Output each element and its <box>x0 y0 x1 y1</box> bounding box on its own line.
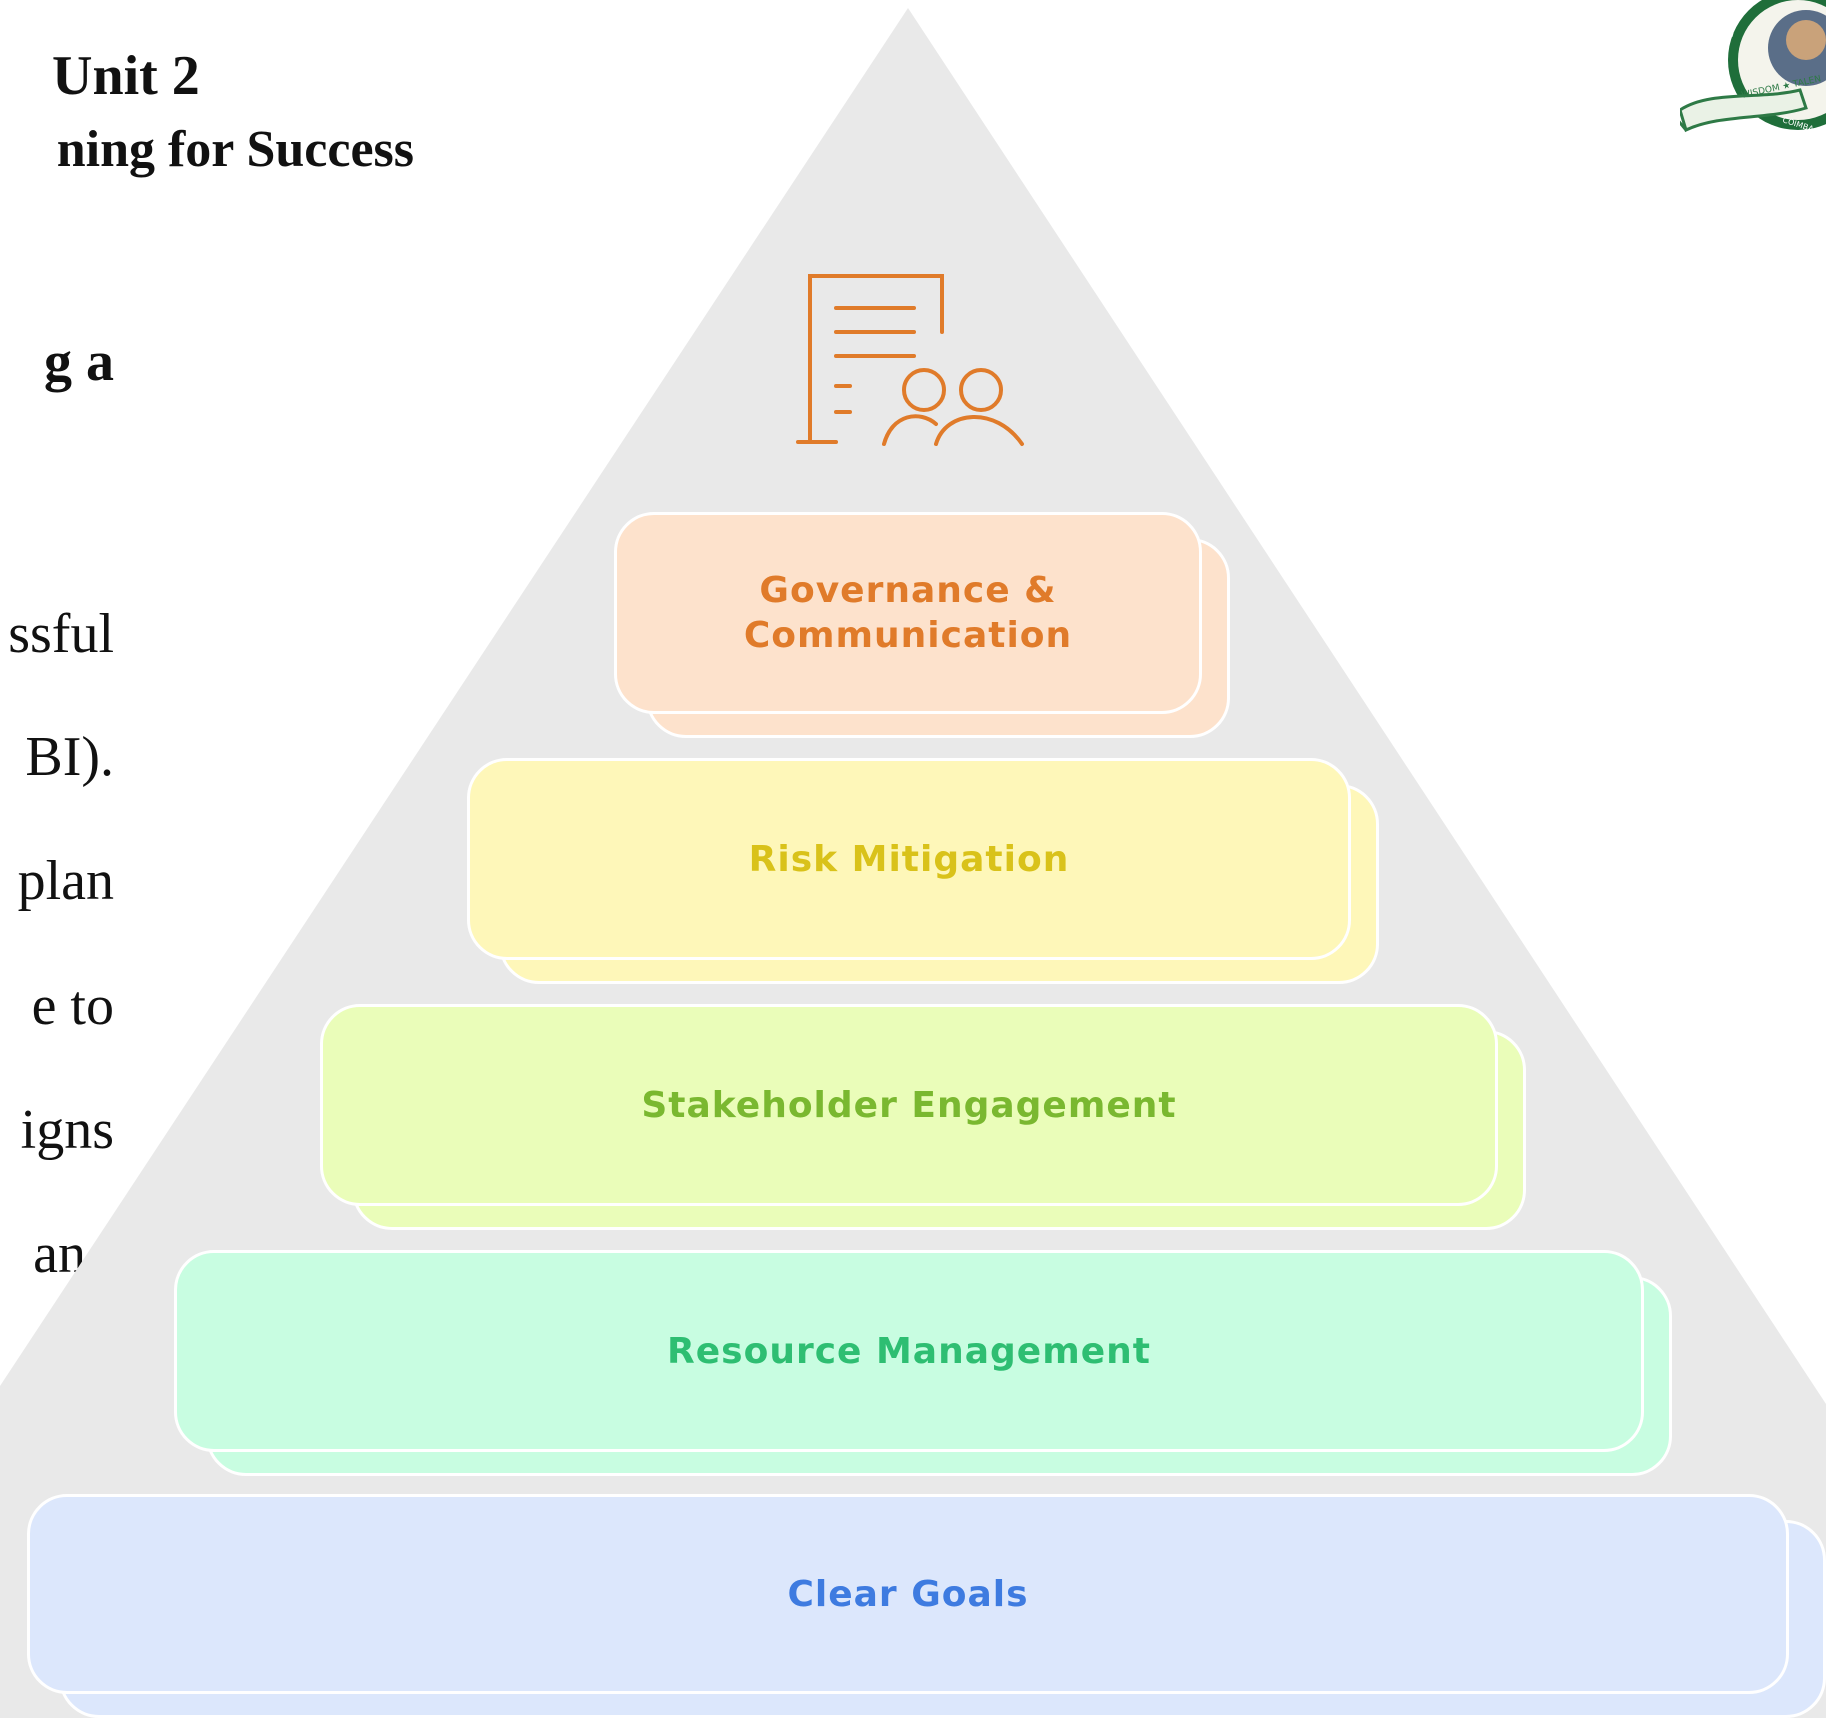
layer-label-line: Communication <box>743 615 1073 656</box>
paragraph-line: e to <box>31 975 114 1037</box>
layer-card: Resource Management <box>174 1250 1644 1452</box>
unit-title: Unit 2 <box>52 45 200 107</box>
layer-card: Governance & Communication <box>614 512 1202 714</box>
section-heading-fragment: g a <box>44 331 114 393</box>
paragraph-line: plan <box>17 850 114 912</box>
pyramid-layer-resource-management: Resource Management <box>174 1250 1674 1478</box>
layer-card: Stakeholder Engagement <box>320 1004 1498 1206</box>
layer-card: Clear Goals <box>27 1494 1789 1694</box>
pyramid-layer-governance-communication: Governance & Communication <box>614 512 1232 740</box>
layer-label-line: Governance & <box>759 570 1057 611</box>
paragraph-line: BI). <box>25 726 114 788</box>
layer-card: Risk Mitigation <box>467 758 1351 960</box>
pyramid-layer-clear-goals: Clear Goals <box>27 1494 1826 1718</box>
team-document-icon <box>796 274 1024 446</box>
institution-logo: WISDOM ★ TALEN Dr. SNS RA COIMBA <box>1680 0 1826 134</box>
paragraph-line: igns <box>20 1099 114 1161</box>
paragraph-line: ssful <box>8 603 114 665</box>
pyramid-layer-risk-mitigation: Risk Mitigation <box>467 758 1381 986</box>
unit-subtitle: ning for Success <box>56 121 414 178</box>
pyramid-layer-stakeholder-engagement: Stakeholder Engagement <box>320 1004 1528 1232</box>
